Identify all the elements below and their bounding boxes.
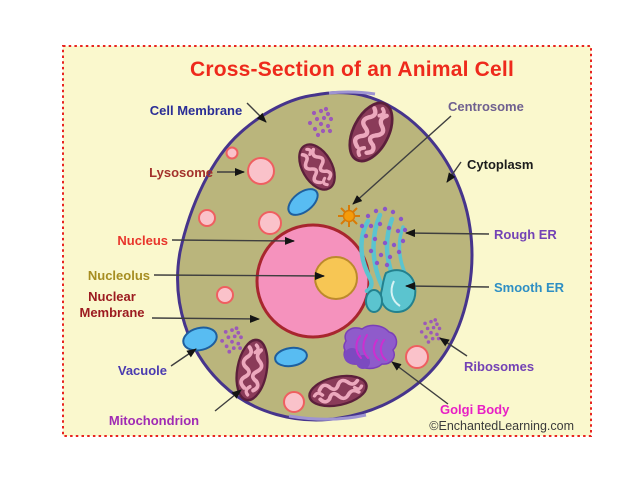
er-inner-line — [390, 280, 401, 307]
label-nucleolus: Nucleolus — [88, 268, 150, 283]
vacuole — [274, 346, 308, 368]
nucleolus — [314, 256, 358, 300]
leader-cytoplasm — [446, 161, 462, 183]
centrosome-core — [342, 209, 356, 223]
endoplasmic-reticulum — [359, 206, 417, 314]
label-nucleus: Nucleus — [117, 233, 168, 248]
leader-nuclear-membrane — [151, 314, 260, 323]
vacuole — [287, 188, 319, 216]
label-centrosome: Centrosome — [448, 99, 524, 114]
label-vacuole: Vacuole — [118, 363, 167, 378]
lysosome — [405, 345, 429, 369]
copyright-text: ©EnchantedLearning.com — [429, 419, 574, 433]
lysosome — [216, 286, 234, 304]
leader-lines — [151, 102, 490, 412]
smooth-er-lobe — [379, 269, 417, 314]
vacuoles — [182, 188, 319, 368]
golgi-lobe — [344, 348, 360, 364]
lysosome — [225, 146, 239, 160]
leader-smooth-er — [405, 282, 490, 291]
leader-nucleus — [171, 236, 295, 245]
label-rough-er: Rough ER — [494, 227, 557, 242]
label-lysosome: Lysosome — [149, 165, 213, 180]
leader-rough-er — [405, 229, 490, 238]
leader-vacuole — [170, 348, 197, 367]
page-title: Cross-Section of an Animal Cell — [190, 58, 514, 81]
label-nuclear-membrane-line2: Membrane — [79, 305, 144, 320]
smooth-er-lobe — [365, 289, 383, 313]
label-golgi-body: Golgi Body — [440, 402, 510, 417]
vacuole — [182, 326, 218, 352]
leader-ribosomes — [439, 337, 468, 357]
centrosome — [338, 205, 360, 227]
leader-centrosome — [352, 115, 452, 205]
leader-mitochondrion — [214, 389, 242, 412]
label-smooth-er: Smooth ER — [494, 280, 565, 295]
cell-membrane-light-segment — [328, 90, 376, 96]
rough-er-ribosome-dots — [359, 206, 408, 268]
lysosome — [247, 157, 275, 185]
leader-nucleolus — [153, 271, 325, 280]
leader-golgi-body — [391, 361, 449, 405]
label-cell-membrane: Cell Membrane — [150, 103, 242, 118]
cell-membrane-light-segment — [288, 413, 367, 421]
label-cytoplasm: Cytoplasm — [467, 157, 533, 172]
lysosome — [258, 211, 282, 235]
label-nuclear-membrane-line1: Nuclear — [88, 289, 136, 304]
golgi-lobe — [356, 355, 370, 369]
label-mitochondrion: Mitochondrion — [109, 413, 199, 428]
label-ribosomes: Ribosomes — [464, 359, 534, 374]
lysosome — [198, 209, 216, 227]
golgi-body — [343, 324, 398, 370]
lysosomes — [198, 146, 429, 413]
golgi-squiggles — [355, 334, 387, 361]
leader-cell-membrane — [246, 102, 267, 123]
lysosome — [283, 391, 305, 413]
